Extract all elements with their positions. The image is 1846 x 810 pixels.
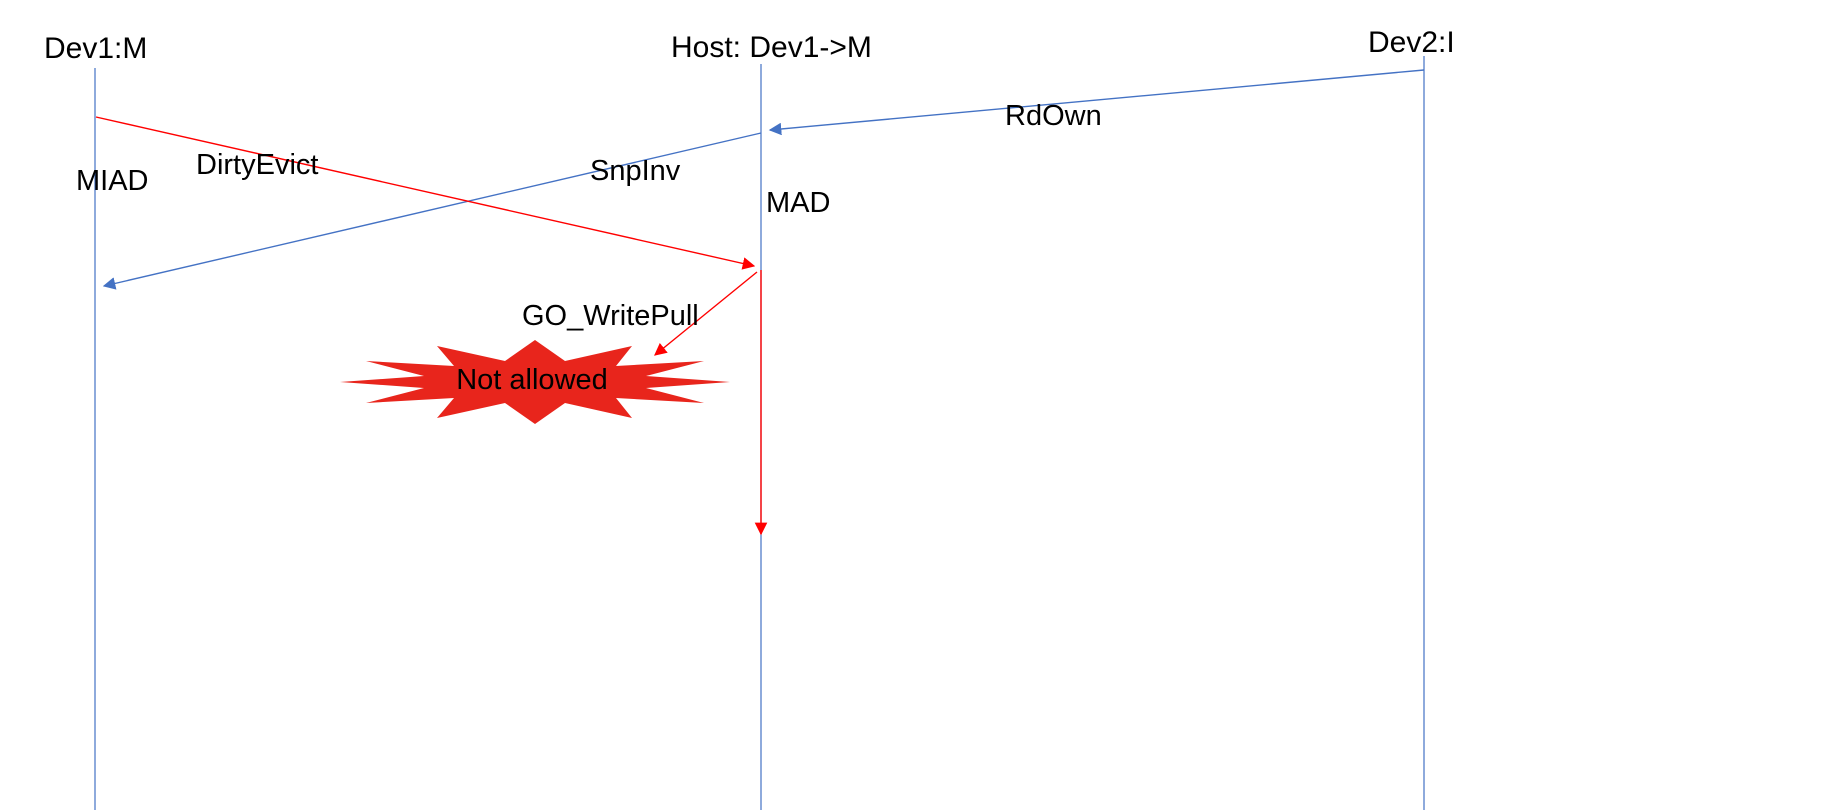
gowritepull-arrow bbox=[654, 271, 758, 356]
dirtyevict-arrow bbox=[95, 116, 756, 270]
dev1-label: Dev1:M bbox=[44, 32, 147, 65]
not-allowed-label: Not allowed bbox=[456, 364, 608, 396]
dev2-label: Dev2:I bbox=[1368, 26, 1455, 59]
snpinv-label: SnpInv bbox=[590, 155, 681, 187]
snpinv-arrow bbox=[102, 132, 762, 290]
rdown-label: RdOwn bbox=[1005, 100, 1102, 132]
mad-state-label: MAD bbox=[766, 187, 830, 219]
not-allowed-starburst bbox=[340, 340, 730, 424]
gowritepull-label: GO_WritePull bbox=[522, 300, 699, 332]
dirtyevict-label: DirtyEvict bbox=[196, 149, 318, 181]
miad-state-label: MIAD bbox=[76, 165, 149, 197]
rdown-arrow bbox=[768, 69, 1425, 136]
host-label: Host: Dev1->M bbox=[671, 31, 872, 64]
